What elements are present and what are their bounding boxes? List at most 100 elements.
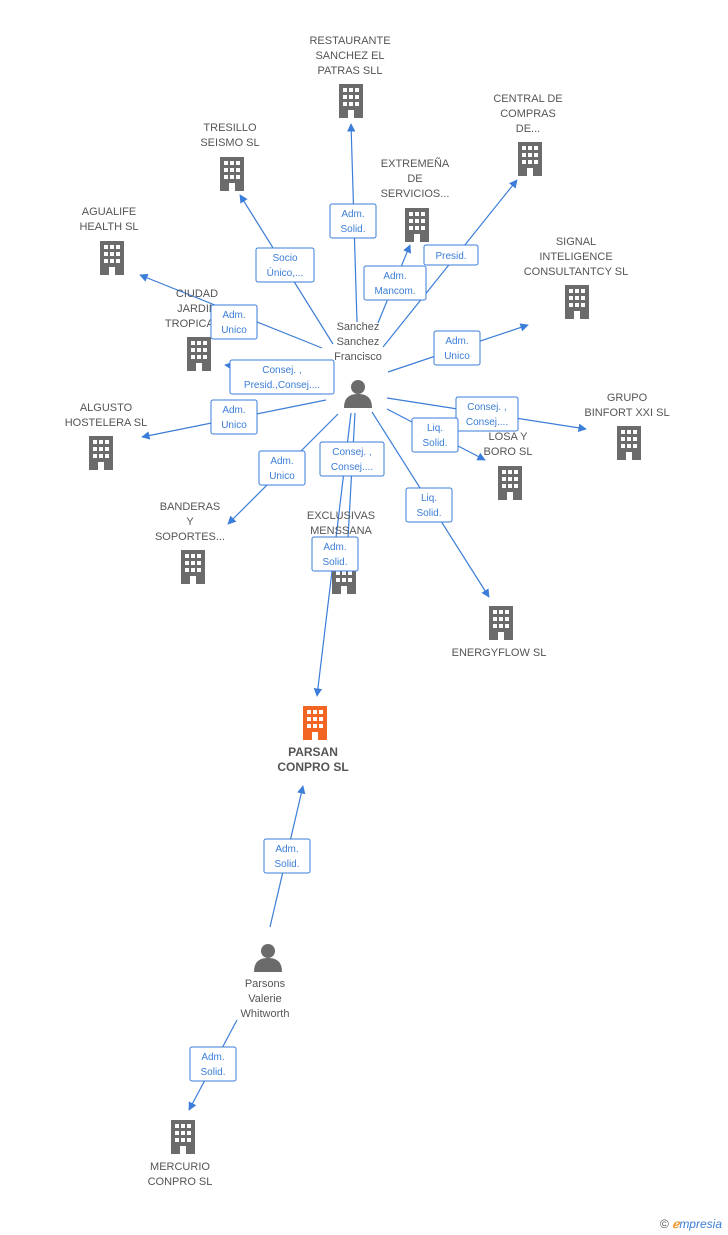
company-name: SERVICIOS... [381, 188, 450, 200]
company-name: CONPRO SL [148, 1176, 213, 1188]
relation-label-text: Consej. , [332, 447, 371, 458]
relation-label[interactable]: Adm.Mancom. [363, 265, 427, 301]
company-name: CENTRAL DE [493, 93, 562, 105]
relation-label[interactable]: Adm.Unico [258, 450, 306, 486]
relation-label-text: Solid. [340, 224, 365, 235]
company-node[interactable]: RESTAURANTE SANCHEZ EL PATRAS SLL [309, 35, 391, 118]
person-name: Whitworth [241, 1008, 290, 1020]
company-name: SEISMO SL [200, 137, 259, 149]
relation-edge [343, 412, 356, 557]
relation-label-text: Solid. [422, 438, 447, 449]
relation-label-text: Liq. [427, 423, 443, 434]
relation-label-text: Consej.... [331, 462, 373, 473]
relation-label-text: Consej. , [262, 365, 301, 376]
company-node[interactable]: EXTREMEÑA DE SERVICIOS... [381, 157, 450, 242]
brand-logo-text: mpresia [679, 1217, 722, 1231]
relation-label[interactable]: SocioÚnico,... [255, 247, 315, 283]
company-name: CONSULTANTCY SL [524, 266, 629, 278]
company-name: ALGUSTO [80, 402, 133, 414]
building-icon [100, 241, 124, 275]
relation-label[interactable]: Adm.Solid. [329, 203, 377, 239]
company-node[interactable]: GRUPO BINFORT XXI SL [584, 392, 670, 460]
company-name: RESTAURANTE [309, 35, 390, 47]
person-icon [344, 380, 372, 408]
relation-label[interactable]: Adm.Solid. [189, 1046, 237, 1082]
person-name: Valerie [248, 993, 281, 1005]
company-name: PARSAN [288, 745, 338, 759]
company-node[interactable]: TRESILLO SEISMO SL [200, 122, 260, 191]
person-name: Parsons [245, 978, 286, 990]
building-icon [339, 84, 363, 118]
relation-label[interactable]: Adm.Unico [433, 330, 481, 366]
building-icon [617, 426, 641, 460]
company-name: CONPRO SL [277, 760, 348, 774]
relation-label-text: Unico [269, 471, 295, 482]
company-name: BINFORT XXI SL [584, 407, 669, 419]
relation-label[interactable]: Consej. , Consej.... [455, 396, 519, 432]
relation-label-text: Único,... [267, 266, 304, 279]
company-name: COMPRAS [500, 108, 556, 120]
brand-watermark: © ℯmpresia [660, 1217, 722, 1231]
relation-label[interactable]: Consej. ,Presid.,Consej.... [229, 359, 335, 395]
building-icon [171, 1120, 195, 1154]
company-name: LOSA Y [489, 431, 529, 443]
relation-label[interactable]: Adm. Solid. [263, 838, 311, 874]
building-icon [303, 706, 327, 740]
relation-label-text: Solid. [416, 508, 441, 519]
building-icon [187, 337, 211, 371]
company-node[interactable]: ENERGYFLOW SL [452, 606, 547, 659]
relation-label-text: Unico [221, 325, 247, 336]
company-name: HOSTELERA SL [65, 417, 148, 429]
company-name: INTELIGENCE [539, 251, 612, 263]
company-name: SOPORTES... [155, 531, 225, 543]
building-icon [220, 157, 244, 191]
relation-label-text: Consej.... [466, 417, 508, 428]
company-node[interactable]: BANDERASYSOPORTES... [155, 501, 225, 584]
relation-label-text: Unico [221, 420, 247, 431]
brand-logo-e: ℯ [672, 1217, 680, 1231]
person-icon [254, 944, 282, 972]
company-node[interactable]: LOSA Y BORO SL [484, 431, 533, 500]
relation-label-text: Presid. [435, 251, 466, 262]
relation-label-text: Adm. [275, 844, 298, 855]
company-name: PATRAS SLL [317, 65, 382, 77]
relation-label[interactable]: Presid. [423, 244, 479, 266]
company-name: SANCHEZ EL [315, 50, 384, 62]
company-node[interactable]: ALGUSTO HOSTELERA SL [65, 402, 148, 470]
company-name: DE [407, 173, 422, 185]
relation-label-text: Mancom. [374, 286, 415, 297]
company-name: AGUALIFE [82, 206, 136, 218]
person-name: Francisco [334, 351, 382, 363]
company-node[interactable]: CENTRAL DE COMPRAS DE... [493, 93, 563, 176]
company-name: TRESILLO [203, 122, 257, 134]
company-name: DE... [516, 123, 540, 135]
relation-label[interactable]: Liq. Solid. [411, 417, 459, 453]
relation-label[interactable]: Liq.Solid. [405, 487, 453, 523]
relation-label-text: Consej. , [467, 402, 506, 413]
relation-label-text: Adm. [323, 542, 346, 553]
relation-label-text: Solid. [274, 859, 299, 870]
company-name: MENSSANA [310, 525, 372, 537]
company-name: EXTREMEÑA [381, 157, 450, 170]
company-name: JARDIN [177, 303, 217, 315]
building-icon [89, 436, 113, 470]
building-icon [518, 142, 542, 176]
relation-label[interactable]: Consej. , Consej.... [319, 441, 385, 477]
relation-label[interactable]: Adm.Unico [210, 304, 258, 340]
relation-label[interactable]: Adm. Unico [210, 399, 258, 435]
company-name: MERCURIO [150, 1161, 210, 1173]
relation-label-text: Adm. [201, 1052, 224, 1063]
relation-label[interactable]: Adm.Solid. [311, 536, 359, 572]
company-name: GRUPO [607, 392, 648, 404]
company-name: BORO SL [484, 446, 533, 458]
company-name: EXCLUSIVAS [307, 510, 375, 522]
relation-label-text: Socio [272, 253, 297, 264]
company-node[interactable]: MERCURIO CONPRO SL [148, 1120, 213, 1188]
relation-label-text: Adm. [222, 405, 245, 416]
building-icon [181, 550, 205, 584]
